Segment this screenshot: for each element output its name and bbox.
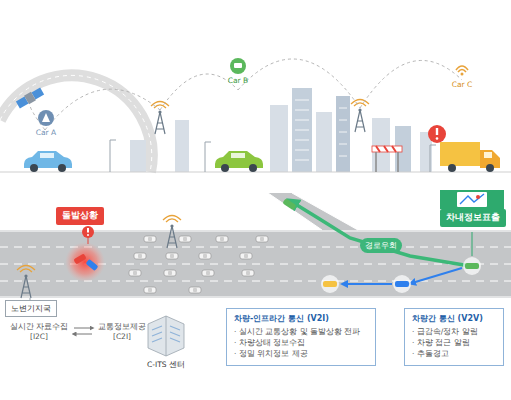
node-title: 경로우회 [365,240,397,251]
node-title: 차량-인프라간 통신 (V2I) [234,313,368,324]
roadside-unit-box: 노변기지국 [5,300,57,317]
node-title: 노변기지국 [11,303,51,314]
car-label: Car C [452,80,473,89]
bullet-text: · 급감속/정차 알림 [412,327,496,338]
car-label: Car B [228,76,248,85]
flow-label: 교통정보제공 [C2I] [94,322,150,342]
v2i-panel: 차량-인프라간 통신 (V2I) · 실시간 교통상황 및 돌발상황 전파· 차량… [226,308,376,366]
v2v-panel: 차량간 통신 (V2V) · 급감속/정차 알림· 차량 접근 알림· 추돌경고 [404,308,504,366]
flow-label: 실시간 자료수집 [I2C] [6,322,72,342]
node-title: 돌발상황 [62,210,98,222]
bullet-text: · 추돌경고 [412,349,496,360]
bullet-text: · 차량 접근 알림 [412,338,496,349]
incident-label: 돌발상황 [56,207,104,225]
center-label: C-ITS 센터 [147,360,185,370]
bullet-text: · 실시간 교통상황 및 돌발상황 전파 [234,327,368,338]
node-title: 차내정보표출 [446,212,500,224]
detour-label: 경로우회 [360,238,402,253]
bullet-text: · 차량상태 정보수집 [234,338,368,349]
display-box: 차내정보표출 [440,209,506,227]
car-label: Car A [36,128,56,137]
bullet-text: · 정밀 위치정보 제공 [234,349,368,360]
node-title: 차량간 통신 (V2V) [412,313,496,324]
